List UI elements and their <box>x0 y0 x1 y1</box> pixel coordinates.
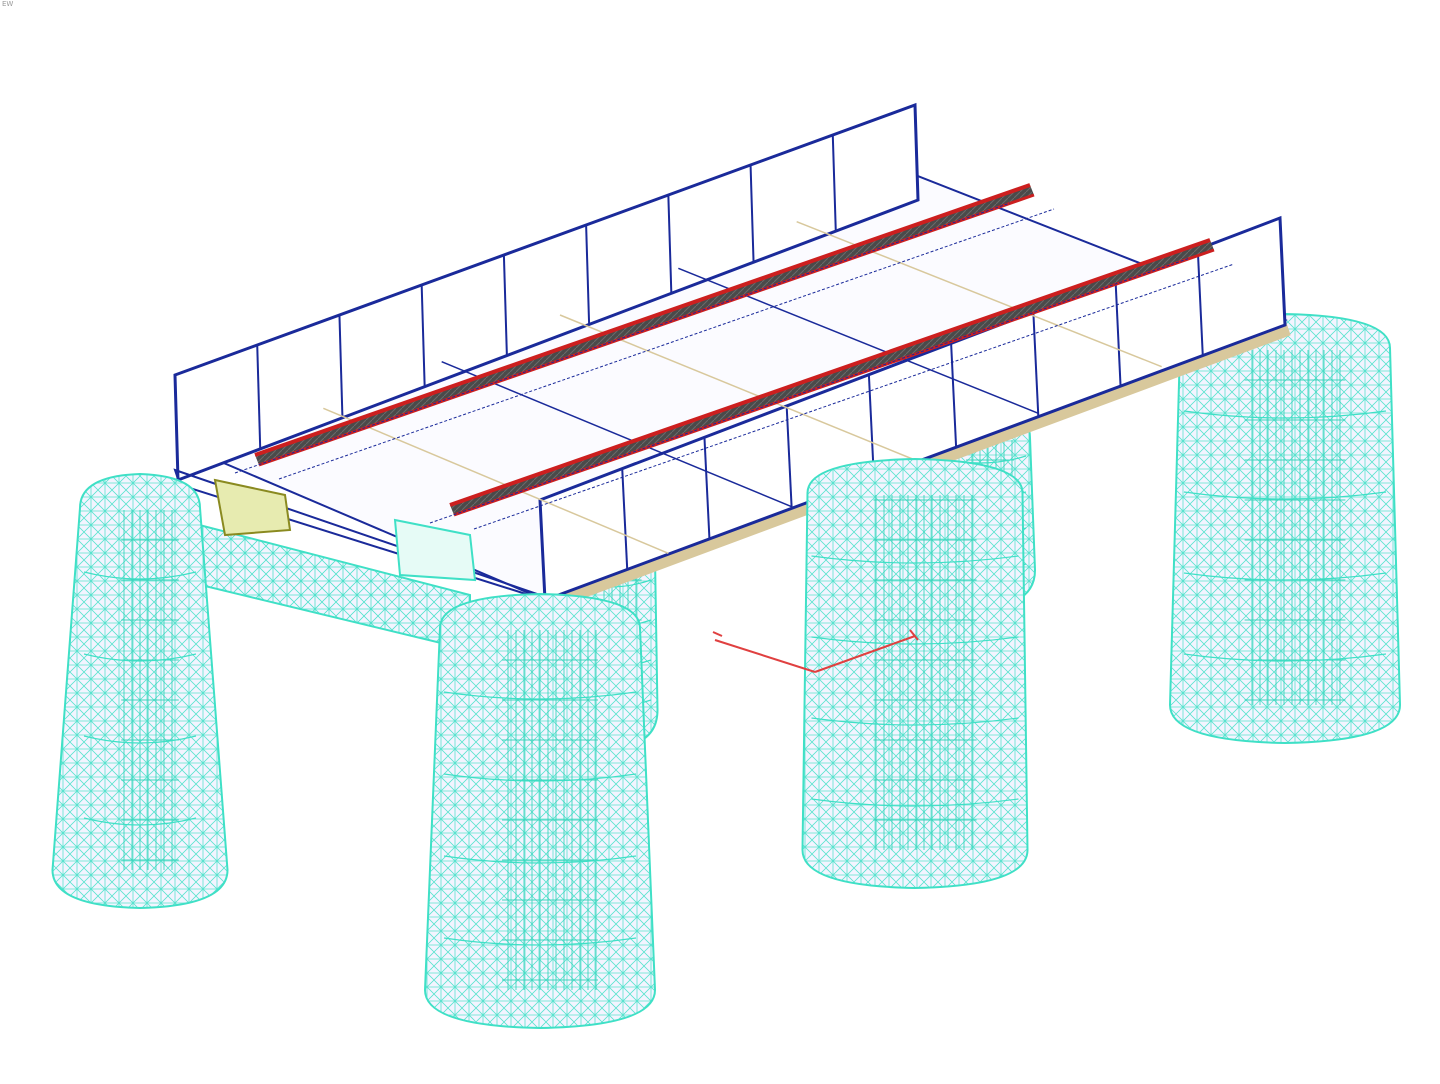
pier-column-band <box>1244 350 1346 705</box>
pier-front-right <box>801 457 1029 890</box>
deck-end-block <box>393 518 477 582</box>
pier-ring <box>83 817 197 826</box>
rail-sleeper-line <box>278 208 1055 480</box>
back-parapet-stiffener <box>420 284 426 387</box>
bearing-block <box>213 478 292 537</box>
pier-ring <box>811 555 1019 564</box>
front-parapet-stiffener <box>1032 311 1040 417</box>
rail-texture <box>255 185 1034 465</box>
front-parapet-stiffener <box>1114 280 1122 387</box>
front-parapet-stiffener <box>785 405 793 509</box>
pier-column-band <box>502 630 598 990</box>
back-parapet-stiffener <box>338 314 344 418</box>
pier-column-band <box>121 510 179 870</box>
pier-front-middle <box>423 592 657 1030</box>
axis-x-line <box>714 639 816 673</box>
rail-1 <box>234 183 1055 480</box>
axis-y-tick <box>909 629 919 641</box>
pier-ring <box>443 855 637 864</box>
cap-beam-mesh <box>180 520 470 650</box>
pier-ring <box>811 717 1019 726</box>
back-parapet-stiffener <box>667 194 673 294</box>
pier-ring <box>83 653 197 662</box>
back-parapet-stiffener <box>831 134 837 232</box>
axis-y-line <box>814 635 916 673</box>
pier-ring <box>443 691 637 700</box>
front-parapet-stiffener <box>621 468 629 570</box>
pier-ring <box>443 937 637 946</box>
pier-column-band <box>873 495 977 850</box>
viewport-corner-label: EW <box>2 0 14 8</box>
pier-ring <box>83 571 197 580</box>
front-parapet-stiffener <box>1196 249 1204 356</box>
pier-ring <box>1183 572 1387 581</box>
back-parapet-stiffener <box>502 254 508 356</box>
deck-cross-line <box>441 360 792 508</box>
axis-x-tick <box>712 631 723 637</box>
pier-ring <box>811 798 1019 807</box>
pier-ring <box>1183 410 1387 419</box>
bridge-deck <box>173 102 1291 613</box>
rail-head <box>254 183 1031 457</box>
pier-back-right <box>1168 312 1402 745</box>
back-parapet-stiffener <box>256 344 262 449</box>
back-parapet-stiffener <box>749 164 755 263</box>
rail-sleeper-line <box>429 257 1191 524</box>
deck-cross-line <box>323 407 669 555</box>
pier-ring <box>1183 653 1387 662</box>
rail-sleeper-line <box>234 202 1011 474</box>
rail-head <box>449 238 1211 507</box>
rail-sleeper-line <box>473 263 1235 530</box>
axis-triad-icon <box>712 629 919 673</box>
front-parapet-stiffener <box>703 437 711 539</box>
rail-2 <box>429 238 1235 530</box>
pier-ring <box>83 735 197 744</box>
back-parapet-stiffener <box>585 224 591 325</box>
front-parapet-stiffener <box>950 343 958 448</box>
pier-ring <box>443 773 637 782</box>
pier-ring <box>1183 491 1387 500</box>
rail-texture <box>450 240 1214 515</box>
pier-front-left <box>51 472 229 910</box>
front-piers <box>51 457 1029 1030</box>
pier-ring <box>811 636 1019 645</box>
